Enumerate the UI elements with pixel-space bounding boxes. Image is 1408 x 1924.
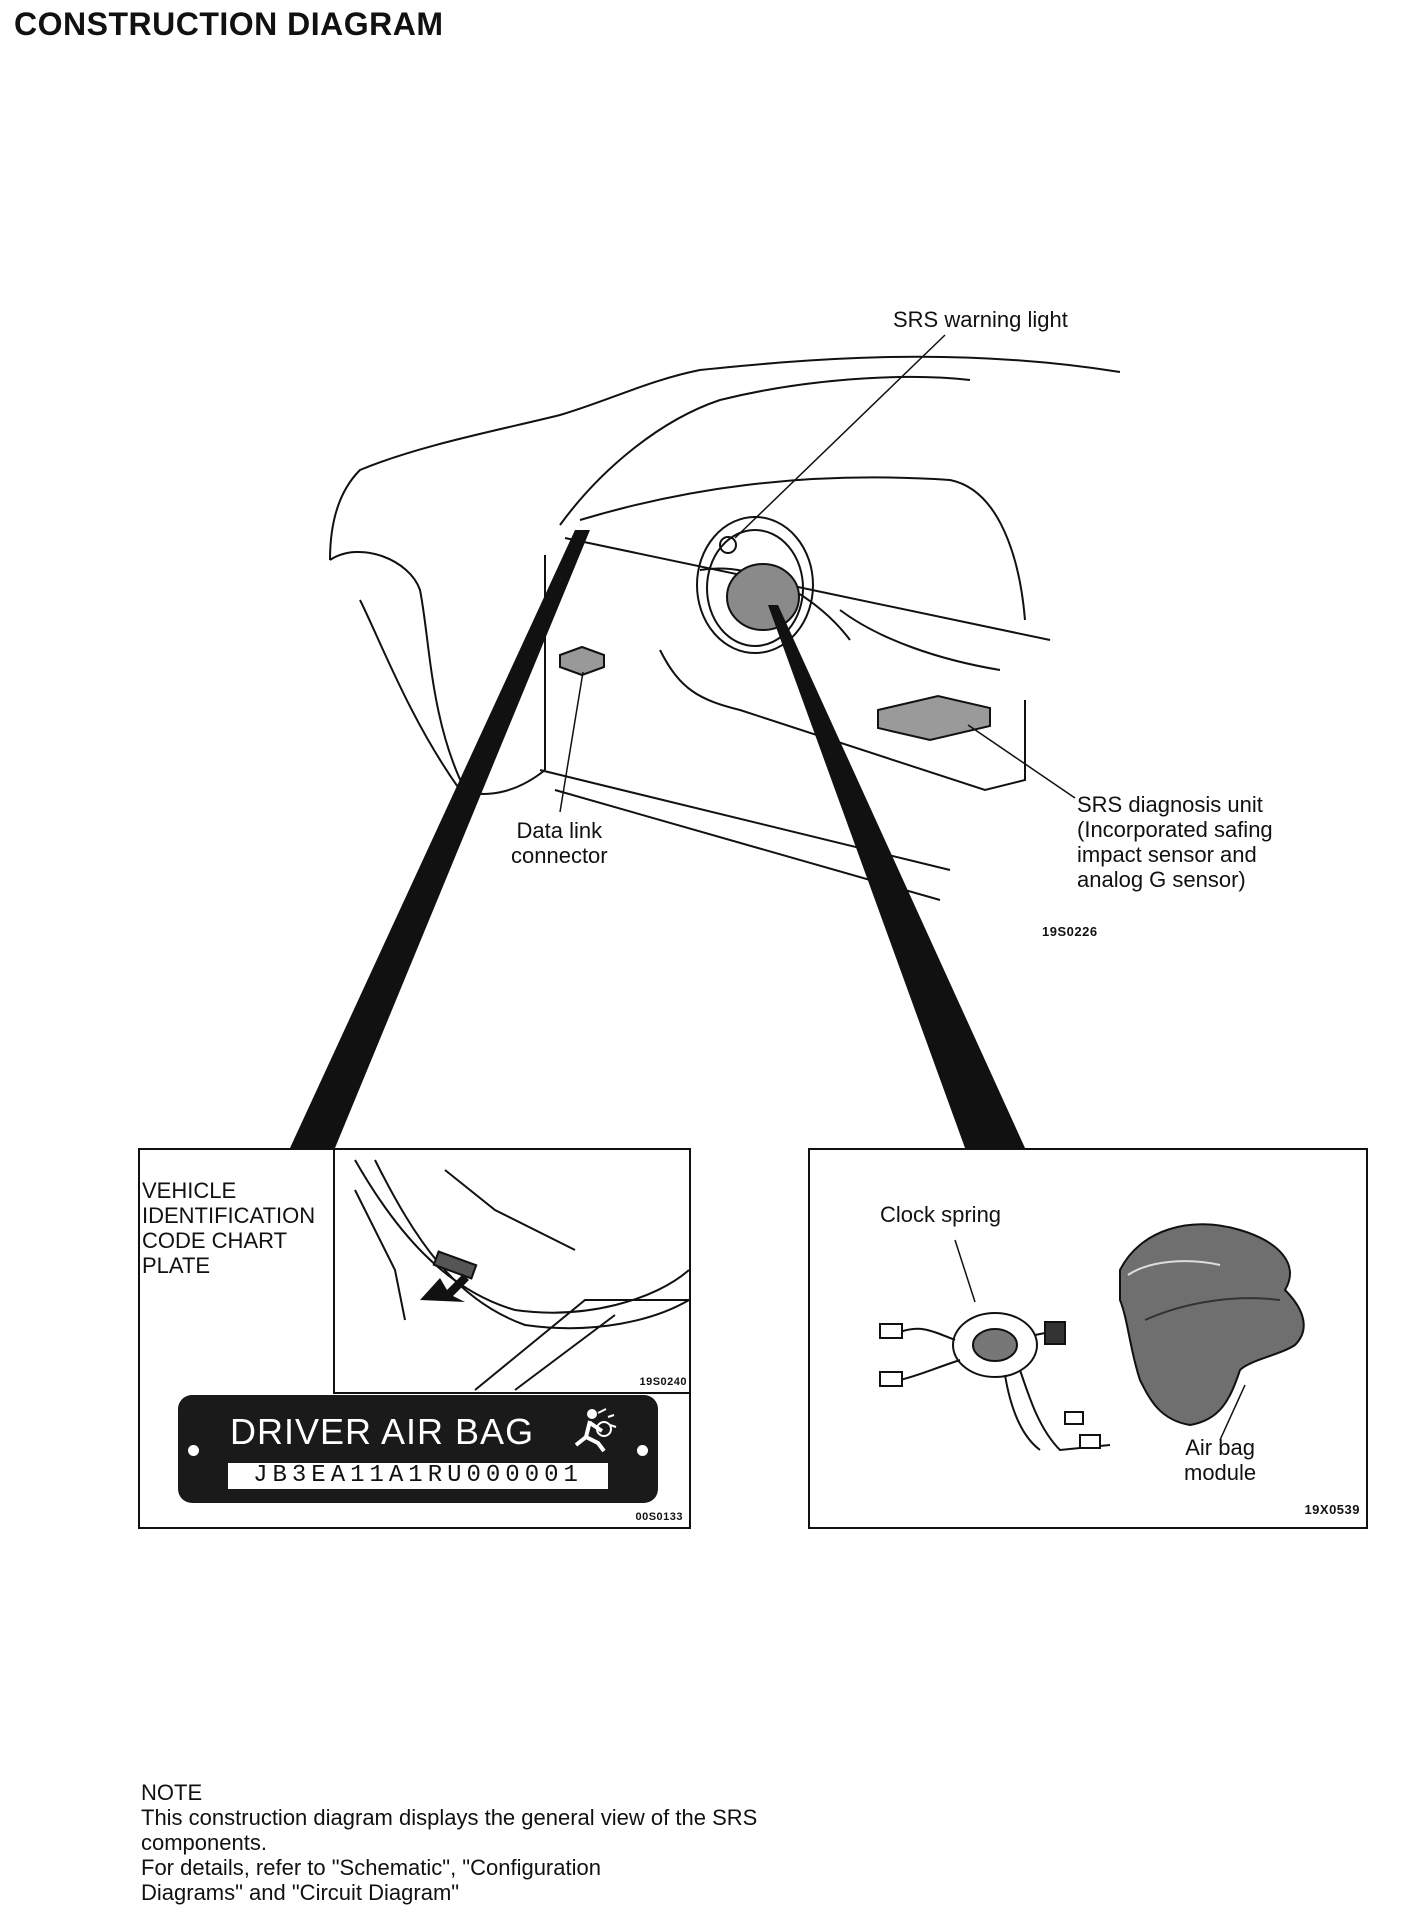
figure-code-inset-bottom: 00S0133: [635, 1511, 683, 1523]
note-heading: NOTE: [141, 1780, 203, 1805]
driver-air-bag-plate: DRIVER AIR BAG JB3EA11A1RU000001: [178, 1395, 658, 1503]
vehicle-id-plate-inset: VEHICLE IDENTIFICATION CODE CHART PLATE …: [138, 1148, 691, 1529]
dash-diagonal: [564, 537, 1051, 641]
label-data-link-connector: Data link connector: [511, 818, 608, 868]
fender-arch-inner: [359, 599, 546, 795]
plate-vin: JB3EA11A1RU000001: [228, 1463, 608, 1489]
data-link-connector-part: [559, 645, 605, 677]
clock-spring-airbag-drawing: [879, 1223, 1305, 1452]
srs-diagnosis-unit-part: [877, 694, 991, 742]
windshield-line: [559, 375, 971, 526]
steering-wheel-rim: [696, 516, 814, 654]
figure-code-main: 19S0226: [1042, 924, 1098, 939]
leader-srs-diagnosis-unit: [967, 724, 1076, 799]
note-line-2: components.: [141, 1830, 267, 1855]
leader-data-link-connector: [559, 671, 584, 813]
clock-spring-airbag-inset: Clock spring Air bag module 19X0539: [808, 1148, 1368, 1529]
beam-to-right-inset: [768, 605, 1025, 1148]
note-line-4: Diagrams" and "Circuit Diagram": [141, 1880, 460, 1905]
plate-rivet-left: [188, 1445, 199, 1456]
label-clock-spring: Clock spring: [880, 1202, 1002, 1227]
label-air-bag-module: Air bag module: [1184, 1435, 1257, 1485]
figure-code-inset-right: 19X0539: [1304, 1502, 1360, 1517]
note-line-1: This construction diagram displays the g…: [141, 1805, 758, 1830]
air-bag-hub: [726, 563, 800, 631]
leader-srs-warning-light: [734, 334, 946, 539]
car-body-outline: [329, 355, 1121, 561]
beam-to-left-inset: [290, 530, 590, 1148]
note-line-3: For details, refer to "Schematic", "Conf…: [141, 1855, 601, 1880]
dashboard-top: [579, 476, 1026, 621]
label-vehicle-identification: VEHICLE IDENTIFICATION CODE CHART PLATE: [142, 1178, 316, 1278]
note-block: NOTE This construction diagram displays …: [141, 1780, 757, 1905]
dash-inner-line: [839, 609, 1001, 671]
page-title: CONSTRUCTION DIAGRAM: [14, 6, 444, 42]
air-bag-person-icon: [574, 1408, 617, 1453]
srs-warning-light-lamp: [719, 536, 737, 554]
label-srs-warning-light: SRS warning light: [893, 307, 1068, 332]
leader-air-bag-module: [1219, 1384, 1246, 1441]
door-pillar-drawing: [354, 1159, 690, 1391]
label-srs-diagnosis-unit: SRS diagnosis unit (Incorporated safing …: [1077, 792, 1273, 892]
figure-code-inset-top: 19S0240: [639, 1376, 687, 1388]
plate-rivet-right: [637, 1445, 648, 1456]
leader-clock-spring: [954, 1239, 976, 1303]
door-pillar-detail: 19S0240: [333, 1150, 691, 1394]
plate-title: DRIVER AIR BAG: [230, 1411, 535, 1452]
fender-arch: [329, 551, 466, 791]
